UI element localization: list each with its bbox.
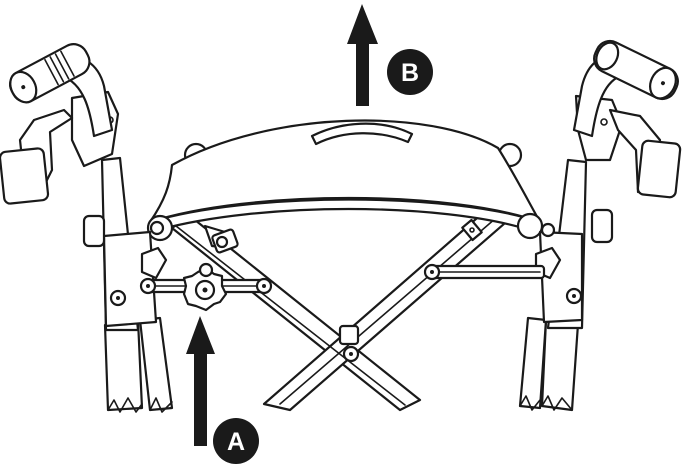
seat xyxy=(146,119,544,242)
arrow-b xyxy=(347,4,378,106)
label-b-badge: B xyxy=(387,49,433,95)
arrow-a xyxy=(186,316,215,446)
cross-struts xyxy=(139,228,546,312)
left-fold-lever xyxy=(140,246,168,280)
star-knob xyxy=(182,262,228,312)
right-height-knob xyxy=(590,208,614,244)
pivot-bracket xyxy=(338,324,360,346)
left-leg-inner xyxy=(138,316,174,412)
seat-fabric xyxy=(148,119,542,224)
right-side-frame xyxy=(518,39,682,412)
label-b: B xyxy=(401,59,419,87)
left-leg-outer xyxy=(103,318,144,412)
right-leg-inner xyxy=(518,316,548,410)
left-hand-grip xyxy=(9,43,91,104)
x-frame xyxy=(170,196,522,412)
label-a-badge: A xyxy=(213,418,259,464)
left-height-knob xyxy=(82,214,106,248)
seat-handle xyxy=(310,122,414,146)
right-hand-grip xyxy=(593,39,679,101)
left-side-frame xyxy=(0,43,174,413)
left-brake-plate xyxy=(0,147,50,205)
label-a: A xyxy=(227,428,245,456)
right-brake-plate xyxy=(636,139,682,199)
